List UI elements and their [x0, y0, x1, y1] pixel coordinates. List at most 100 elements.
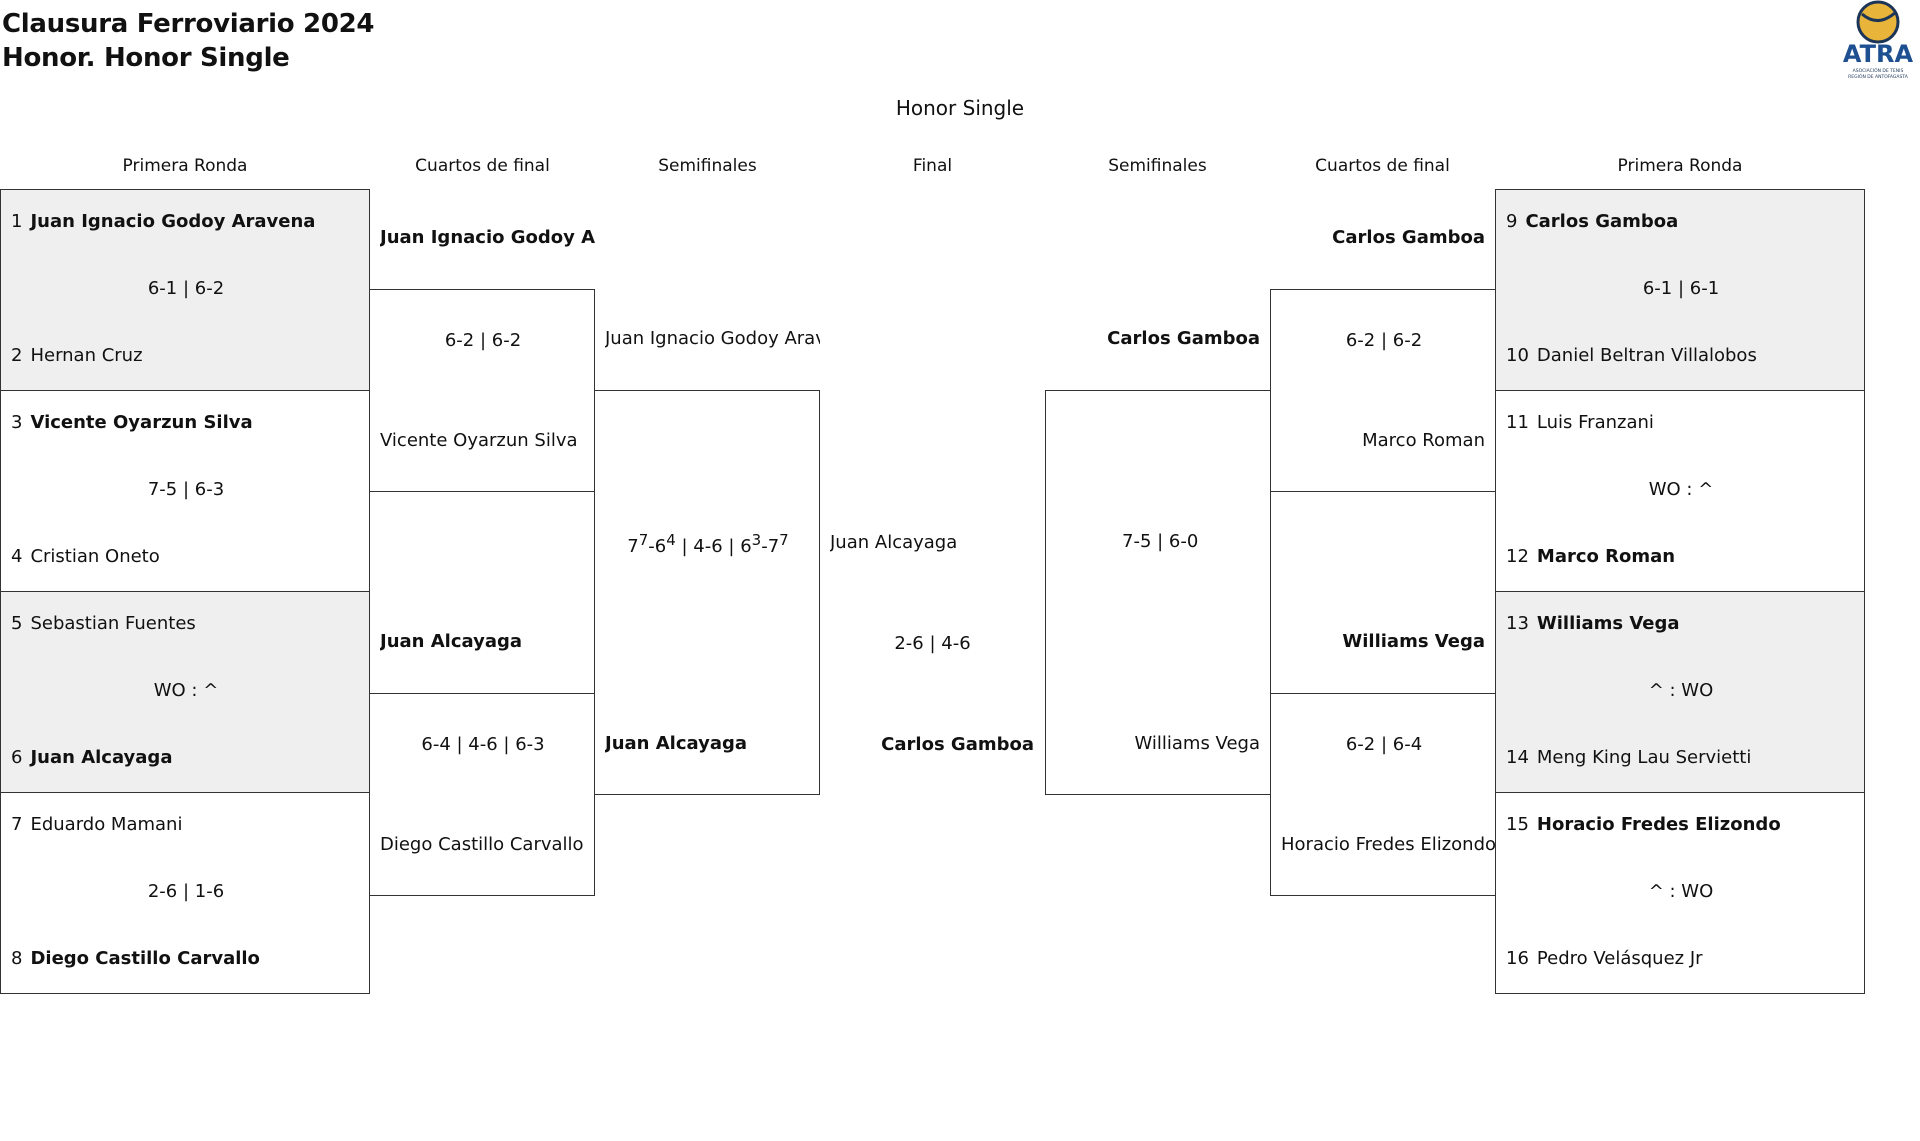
player-name: Williams Vega: [1536, 613, 1680, 634]
qf-score: 6-2 | 6-2: [444, 330, 522, 351]
match-score: 6-1 | 6-1: [1642, 278, 1720, 299]
category-title: Honor. Honor Single: [2, 43, 290, 73]
sf-score: 7-5 | 6-0: [1122, 531, 1199, 552]
match-player-bottom[interactable]: 4 Cristian Oneto: [11, 546, 160, 567]
tournament-title: Clausura Ferroviario 2024: [2, 9, 375, 39]
score-part: 7: [627, 536, 639, 557]
match-player-top[interactable]: 5 Sebastian Fuentes: [11, 613, 196, 634]
player-name: Sebastian Fuentes: [30, 613, 196, 634]
col-right-sf: Semifinales: [1108, 156, 1207, 176]
qf-player-top[interactable]: Carlos Gamboa: [1332, 227, 1485, 248]
player-name: Hernan Cruz: [30, 345, 143, 366]
seed: 11: [1506, 412, 1529, 433]
match-score: 7-5 | 6-3: [147, 479, 225, 500]
qf-player-bottom[interactable]: Horacio Fredes Elizondo: [1281, 834, 1497, 855]
qf-player-top[interactable]: Juan Alcayaga: [380, 631, 523, 652]
player-name: Carlos Gamboa: [1525, 211, 1679, 232]
seed: 13: [1506, 613, 1529, 634]
score-part: | 4-6 | 6: [675, 536, 752, 557]
player-name: Diego Castillo Carvallo: [30, 948, 260, 969]
tiebreak: 7: [638, 531, 649, 549]
sf-box: 77-64 | 4-6 | 63-77 Juan Alcayaga: [594, 390, 820, 795]
qf-score: 6-4 | 4-6 | 6-3: [421, 734, 545, 755]
match-player-top[interactable]: 13 Williams Vega: [1506, 613, 1680, 634]
final-player-top[interactable]: Juan Alcayaga: [830, 532, 958, 553]
qf-score: 6-2 | 6-2: [1345, 330, 1423, 351]
player-name: Daniel Beltran Villalobos: [1536, 345, 1757, 366]
tiebreak: 7: [779, 531, 789, 549]
seed: 4: [11, 546, 23, 567]
match-score: 6-1 | 6-2: [147, 278, 225, 299]
qf-player-bottom[interactable]: Vicente Oyarzun Silva: [380, 430, 578, 451]
col-right-r1: Primera Ronda: [1617, 156, 1743, 176]
sf-player-bottom[interactable]: Williams Vega: [1134, 733, 1260, 754]
seed: 6: [11, 747, 23, 768]
sf-box: 7-5 | 6-0 Williams Vega: [1045, 390, 1271, 795]
qf-box: 6-4 | 4-6 | 6-3 Diego Castillo Carvallo: [369, 693, 595, 896]
score-part: -6: [648, 536, 667, 557]
player-name: Luis Franzani: [1536, 412, 1654, 433]
player-name: Pedro Velásquez Jr: [1536, 948, 1703, 969]
match-score: 2-6 | 1-6: [147, 881, 225, 902]
match-player-bottom[interactable]: 16 Pedro Velásquez Jr: [1506, 948, 1703, 969]
match-player-top[interactable]: 11 Luis Franzani: [1506, 412, 1654, 433]
qf-player-top[interactable]: Juan Ignacio Godoy Aravena: [380, 227, 595, 248]
bracket-title: Honor Single: [895, 96, 1025, 120]
player-name: Meng King Lau Servietti: [1536, 747, 1752, 768]
final-player-bottom[interactable]: Carlos Gamboa: [881, 734, 1034, 755]
col-left-qf: Cuartos de final: [415, 156, 550, 176]
seed: 9: [1506, 211, 1518, 232]
match-score: ^ : WO: [1648, 881, 1714, 902]
player-name: Juan Alcayaga: [30, 747, 173, 768]
seed: 12: [1506, 546, 1529, 567]
qf-player-top[interactable]: Williams Vega: [1342, 631, 1485, 652]
qf-box: 6-2 | 6-2 Vicente Oyarzun Silva: [369, 289, 595, 492]
seed: 16: [1506, 948, 1529, 969]
player-name: Marco Roman: [1536, 546, 1676, 567]
qf-box: 6-2 | 6-2 Marco Roman: [1270, 289, 1496, 492]
logo-subtext-1: ASOCIACIÓN DE TENIS: [1853, 67, 1904, 74]
match-score: ^ : WO: [1648, 680, 1714, 701]
qf-box: 6-2 | 6-4 Horacio Fredes Elizondo: [1270, 693, 1496, 896]
seed: 8: [11, 948, 23, 969]
qf-player-bottom[interactable]: Diego Castillo Carvallo: [380, 834, 584, 855]
seed: 5: [11, 613, 23, 634]
player-name: Cristian Oneto: [30, 546, 160, 567]
qf-score: 6-2 | 6-4: [1345, 734, 1423, 755]
score-part: -7: [761, 536, 780, 557]
match-player-bottom[interactable]: 8 Diego Castillo Carvallo: [11, 948, 260, 969]
tiebreak: 4: [666, 531, 676, 549]
sf-player-top[interactable]: Carlos Gamboa: [1107, 328, 1260, 349]
sf-player-top[interactable]: Juan Ignacio Godoy Aravena: [605, 328, 820, 349]
logo-subtext-2: REGIÓN DE ANTOFAGASTA: [1848, 73, 1909, 80]
seed: 3: [11, 412, 23, 433]
match-player-bottom[interactable]: 6 Juan Alcayaga: [11, 747, 172, 768]
sf-player-bottom[interactable]: Juan Alcayaga: [605, 733, 748, 754]
match-player-top[interactable]: 9 Carlos Gamboa: [1506, 211, 1678, 232]
atra-logo: ATRA ASOCIACIÓN DE TENIS REGIÓN DE ANTOF…: [1840, 0, 1916, 82]
player-name: Horacio Fredes Elizondo: [1536, 814, 1781, 835]
match-player-bottom[interactable]: 12 Marco Roman: [1506, 546, 1675, 567]
player-name: Juan Ignacio Godoy Aravena: [30, 211, 316, 232]
logo-text: ATRA: [1843, 40, 1914, 68]
col-left-sf: Semifinales: [658, 156, 757, 176]
qf-player-bottom[interactable]: Marco Roman: [1362, 430, 1485, 451]
tiebreak: 3: [751, 531, 762, 549]
seed: 7: [11, 814, 23, 835]
col-final: Final: [912, 156, 953, 176]
